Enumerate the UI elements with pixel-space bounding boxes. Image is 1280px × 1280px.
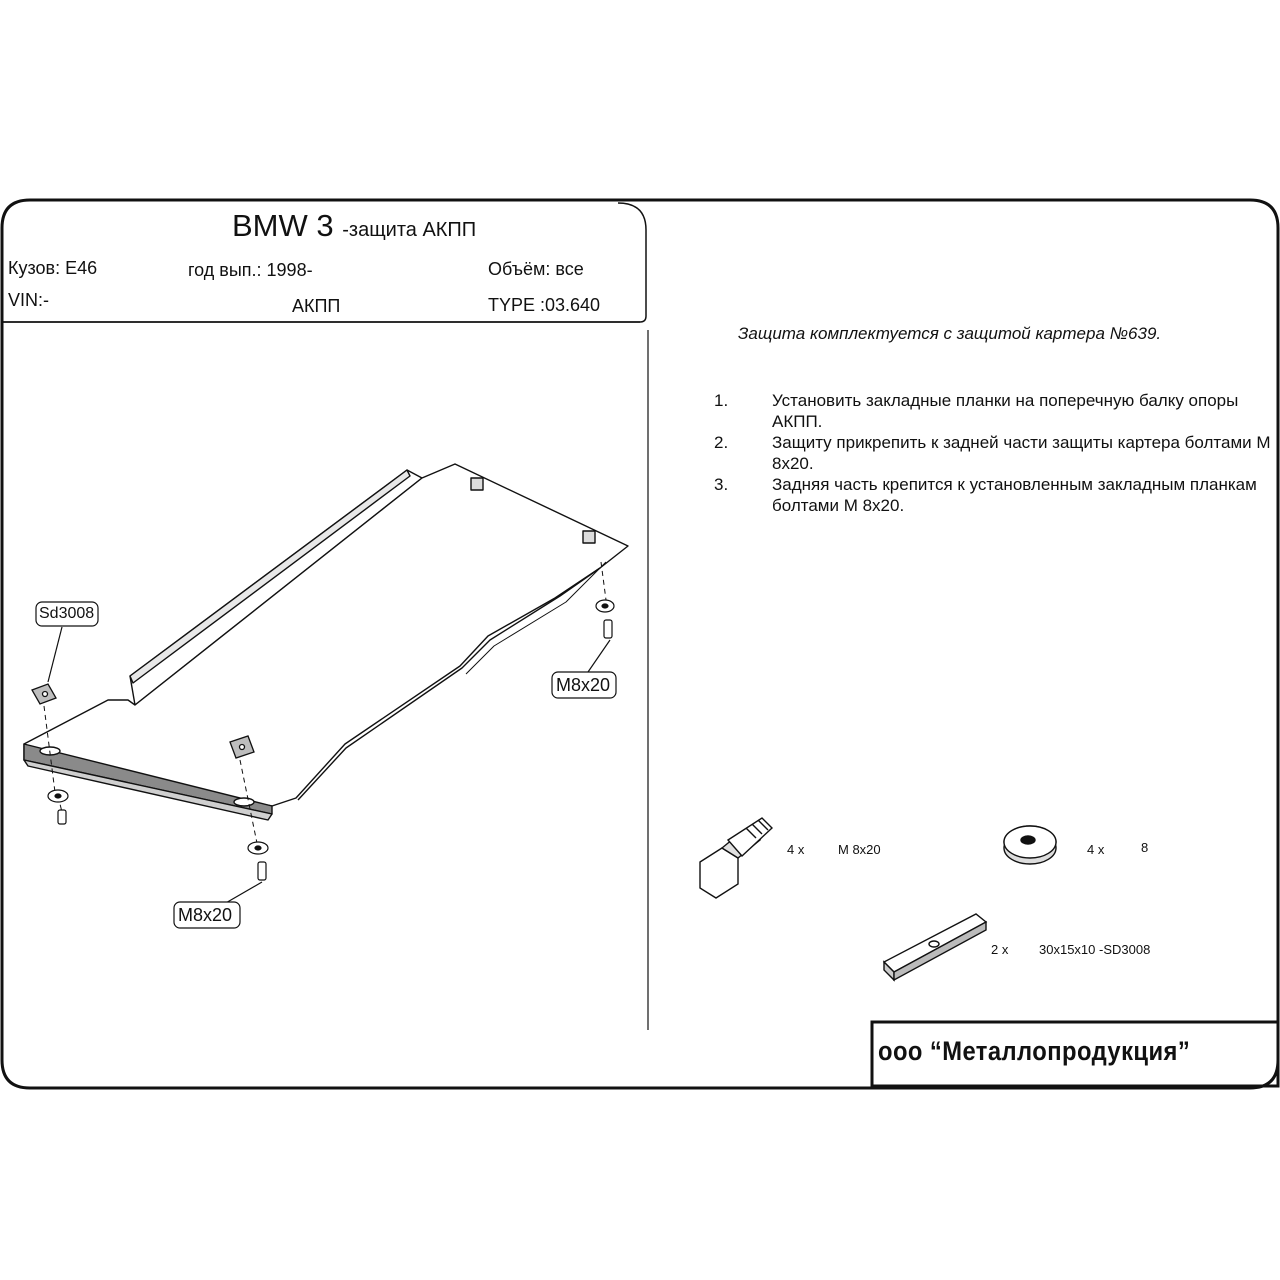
plate-icon: [882, 913, 988, 982]
bolt-icon: [699, 817, 774, 899]
part-qty: 2 x: [991, 942, 1009, 957]
part-name: 8: [1141, 840, 1149, 855]
title-main: BMW 3: [232, 208, 334, 243]
plate-tab-top: [470, 477, 484, 491]
callout-box-bolt-right: [551, 671, 617, 699]
transmission-label: АКПП: [292, 296, 341, 316]
mount-plate-mid-hole: [238, 743, 246, 751]
flange-slot-right: [233, 797, 255, 807]
guard-bend-2: [465, 561, 607, 675]
step-number: 1.: [714, 391, 729, 410]
title-block: [2, 202, 647, 323]
mounting-plates: [31, 683, 255, 759]
company-box: [870, 1020, 1280, 1088]
step-number: 3.: [714, 475, 729, 494]
guard-plate: [23, 463, 629, 807]
callout-boxes: [35, 601, 617, 929]
callout-bolt-right-label: M8x20: [556, 675, 611, 695]
bolt-left: [57, 809, 67, 825]
title-sub: -защита АКПП: [342, 219, 477, 241]
company-name: ооо “Металлопродукция”: [878, 1036, 1191, 1066]
bolt-right: [603, 619, 613, 639]
part-qty: 4 x: [787, 842, 805, 857]
callout-box-plate: [35, 601, 99, 627]
guard-bend-1: [297, 567, 601, 801]
callout-box-bolt-bottom: [173, 901, 241, 929]
mount-plate-left-hole: [41, 690, 49, 698]
callout-bolt-bottom-label: M8x20: [178, 905, 233, 925]
step-number: 2.: [714, 433, 729, 452]
install-step: 1. Установить закладные планки на попере…: [714, 390, 1280, 432]
vin-label: VIN:-: [8, 290, 50, 310]
step-text: Задняя часть крепится к установленным за…: [772, 475, 1257, 515]
callout-leaders: [47, 626, 611, 905]
step-text: Защиту прикрепить к задней части защиты …: [772, 433, 1271, 473]
callout-plate-label: Sd3008: [39, 605, 95, 622]
step-text: Установить закладные планки на поперечну…: [772, 391, 1239, 431]
page-title: BMW 3 -защита АКПП: [232, 208, 476, 244]
install-step: 3. Задняя часть крепится к установленным…: [714, 474, 1280, 516]
body-label: Кузов: E46: [8, 258, 98, 278]
install-steps: 1. Установить закладные планки на попере…: [714, 390, 1280, 516]
part-name: M 8x20: [838, 842, 881, 857]
volume-label: Объём: все: [488, 259, 584, 279]
type-label: TYPE :03.640: [488, 295, 601, 315]
guard-front-flange-edge: [23, 759, 273, 821]
part-qty: 4 x: [1087, 842, 1105, 857]
bolt-bottom: [257, 861, 267, 881]
guard-left-rail-top: [129, 469, 411, 684]
kit-note: Защита комплектуется с защитой картера №…: [738, 324, 1162, 343]
year-label: год вып.: 1998-: [188, 260, 313, 280]
install-step: 2. Защиту прикрепить к задней части защи…: [714, 432, 1280, 474]
fasteners: [47, 599, 615, 881]
washer-icon: [1003, 825, 1057, 865]
part-name: 30x15x10 -SD3008: [1039, 942, 1151, 957]
plate-tab-right: [582, 530, 596, 544]
guard-drawing: [23, 463, 629, 821]
outer-frame: [0, 198, 1280, 1090]
